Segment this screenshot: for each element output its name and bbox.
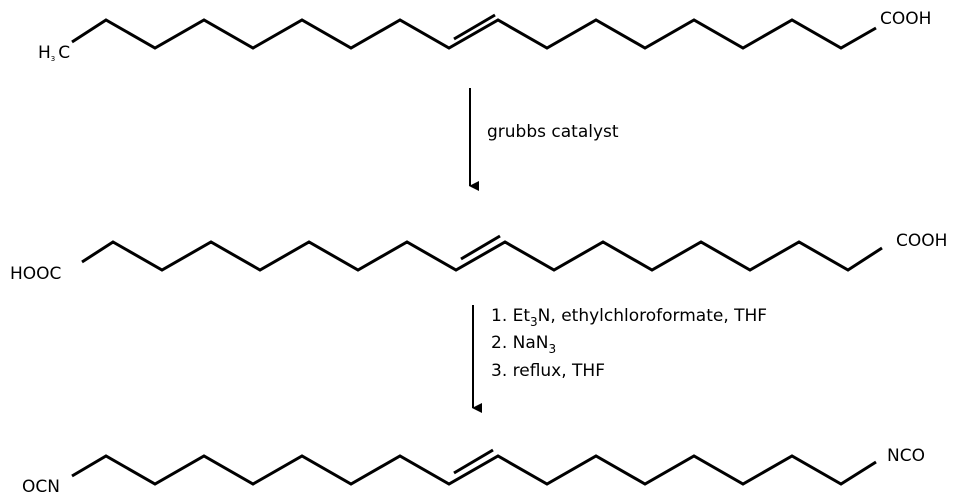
reaction-arrow-2: 1. Et3N, ethylchloroformate, THF 2. NaN3… xyxy=(472,305,767,413)
step1-condition: grubbs catalyst xyxy=(487,122,619,142)
reaction-arrow-1: grubbs catalyst xyxy=(469,88,619,191)
carbon-chain xyxy=(71,18,877,50)
molecule-diacid: HOOC COOH xyxy=(10,231,947,284)
right-end-label: COOH xyxy=(896,231,947,251)
double-bond xyxy=(453,13,496,41)
molecule-diisocyanate: OCN NCO xyxy=(22,446,925,495)
double-bond xyxy=(460,234,501,261)
carbon-chain xyxy=(81,240,883,272)
left-end-label: HOOC xyxy=(10,264,61,284)
left-end-label: OCN xyxy=(22,477,60,495)
right-end-label: COOH xyxy=(880,9,931,29)
step2-line1: 1. Et3N, ethylchloroformate, THF xyxy=(491,306,767,329)
right-end-label: NCO xyxy=(887,446,925,466)
step2-line2: 2. NaN3 xyxy=(491,333,556,356)
step2-line3: 3. reflux, THF xyxy=(491,361,605,381)
carbon-chain xyxy=(71,454,877,486)
double-bond xyxy=(453,448,494,475)
